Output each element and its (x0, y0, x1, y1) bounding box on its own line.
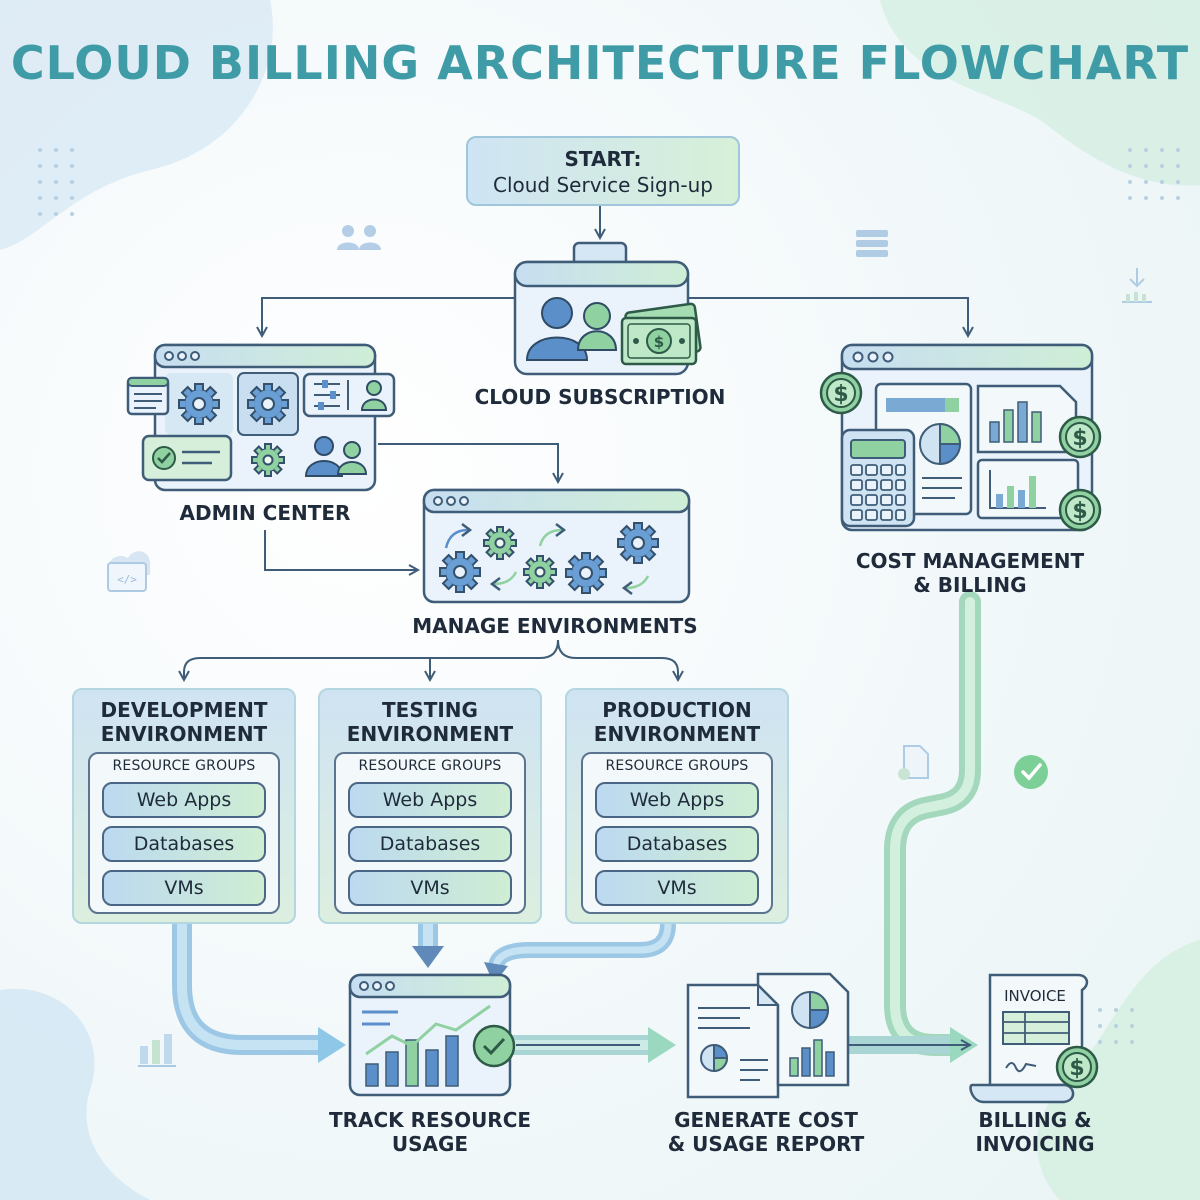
development-environment: DEVELOPMENT ENVIRONMENT RESOURCE GROUPS … (72, 688, 296, 924)
gear-icon (523, 555, 557, 589)
environment-title-line2: ENVIRONMENT (593, 722, 761, 746)
cloud-subscription-label: CLOUD SUBSCRIPTION (474, 385, 726, 409)
billing-invoicing-label: BILLING & INVOICING (930, 1108, 1140, 1156)
svg-text:$: $ (654, 333, 664, 351)
gear-icon (483, 526, 517, 560)
environment-title-line2: ENVIRONMENT (100, 722, 268, 746)
resource-web-apps: Web Apps (595, 782, 759, 818)
generate-report-node (686, 972, 850, 1099)
cost-management-line1: COST MANAGEMENT (855, 549, 1085, 573)
bar-chart-icon (976, 384, 1080, 520)
resource-groups: RESOURCE GROUPS Web Apps Databases VMs (88, 752, 280, 914)
billing-invoicing-node (969, 973, 1099, 1104)
document-icon (686, 983, 780, 1099)
users-icon (337, 225, 381, 250)
resource-groups: RESOURCE GROUPS Web Apps Databases VMs (334, 752, 526, 914)
admin-center-node (126, 343, 396, 492)
dollar-icon (819, 371, 863, 415)
resource-databases: Databases (102, 826, 266, 862)
track-usage-line2: USAGE (391, 1132, 469, 1156)
pie-chart-icon (700, 1043, 729, 1073)
resource-databases: Databases (348, 826, 512, 862)
bar-chart-icon (138, 1034, 176, 1067)
gear-icon (617, 522, 659, 564)
gear-icon (247, 383, 289, 425)
track-usage-node (348, 973, 516, 1097)
pipe-arrowheads (318, 946, 978, 1063)
environment-title: PRODUCTION ENVIRONMENT (567, 698, 787, 746)
cloud-code-icon: </> (107, 551, 150, 592)
gear-icon (439, 551, 481, 593)
environment-title: TESTING ENVIRONMENT (320, 698, 540, 746)
environment-title: DEVELOPMENT ENVIRONMENT (74, 698, 294, 746)
billing-invoicing-line2: INVOICING (975, 1132, 1095, 1156)
svg-text:</>: </> (117, 573, 137, 586)
resource-web-apps: Web Apps (348, 782, 512, 818)
dollar-icon (1058, 415, 1102, 459)
resource-vms: VMs (595, 870, 759, 906)
resource-vms: VMs (348, 870, 512, 906)
environment-title-line2: ENVIRONMENT (346, 722, 514, 746)
dollar-icon (1055, 1045, 1099, 1089)
manage-environments-label: MANAGE ENVIRONMENTS (412, 614, 698, 638)
users-icon (525, 297, 618, 361)
cost-management-label: COST MANAGEMENT & BILLING (840, 549, 1100, 597)
resource-web-apps: Web Apps (102, 782, 266, 818)
start-description: Cloud Service Sign-up (493, 173, 713, 197)
resource-groups-title: RESOURCE GROUPS (605, 758, 749, 774)
calculator-icon (840, 428, 916, 528)
bar-chart-icon (756, 972, 850, 1087)
cloud-subscription-node: $ (513, 241, 702, 376)
resource-groups: RESOURCE GROUPS Web Apps Databases VMs (581, 752, 773, 914)
download-chart-icon (1122, 268, 1152, 303)
cost-management-line2: & BILLING (913, 573, 1027, 597)
resource-vms: VMs (102, 870, 266, 906)
bar-chart-icon (365, 1004, 491, 1087)
environment-title-line1: DEVELOPMENT (100, 698, 268, 722)
manage-environments-node (422, 488, 691, 604)
cost-management-node (819, 343, 1102, 532)
testing-environment: TESTING ENVIRONMENT RESOURCE GROUPS Web … (318, 688, 542, 924)
resource-groups-title: RESOURCE GROUPS (358, 758, 502, 774)
check-icon (1014, 755, 1048, 789)
list-icon (126, 376, 170, 416)
start-label: START: (564, 147, 642, 171)
start-node: START: Cloud Service Sign-up (466, 136, 740, 206)
users-icon (304, 436, 368, 477)
page-title: CLOUD BILLING ARCHITECTURE FLOWCHART (10, 36, 1190, 90)
resource-groups-title: RESOURCE GROUPS (112, 758, 256, 774)
resource-databases: Databases (595, 826, 759, 862)
flow-connectors (184, 205, 970, 1045)
generate-report-line2: & USAGE REPORT (667, 1132, 865, 1156)
generate-report-label: GENERATE COST & USAGE REPORT (636, 1108, 896, 1156)
check-icon (141, 434, 233, 482)
gear-icon (251, 443, 285, 477)
check-icon (472, 1024, 516, 1068)
admin-center-label: ADMIN CENTER (179, 501, 351, 525)
dollar-icon (1058, 488, 1102, 532)
invoice-label: INVOICE (1004, 987, 1066, 1005)
arrow-icon (444, 523, 650, 595)
environment-title-line1: TESTING (382, 698, 478, 722)
production-environment: PRODUCTION ENVIRONMENT RESOURCE GROUPS W… (565, 688, 789, 924)
money-icon: $ (620, 302, 702, 366)
track-usage-line1: TRACK RESOURCE (328, 1108, 532, 1132)
environment-title-line1: PRODUCTION (602, 698, 752, 722)
document-icon (898, 745, 929, 780)
generate-report-line1: GENERATE COST (674, 1108, 858, 1132)
billing-invoicing-line1: BILLING & (978, 1108, 1092, 1132)
gear-icon (565, 552, 607, 594)
user-icon (360, 380, 388, 411)
track-usage-label: TRACK RESOURCE USAGE (300, 1108, 560, 1156)
gear-icon (178, 383, 220, 425)
server-icon (856, 230, 888, 257)
